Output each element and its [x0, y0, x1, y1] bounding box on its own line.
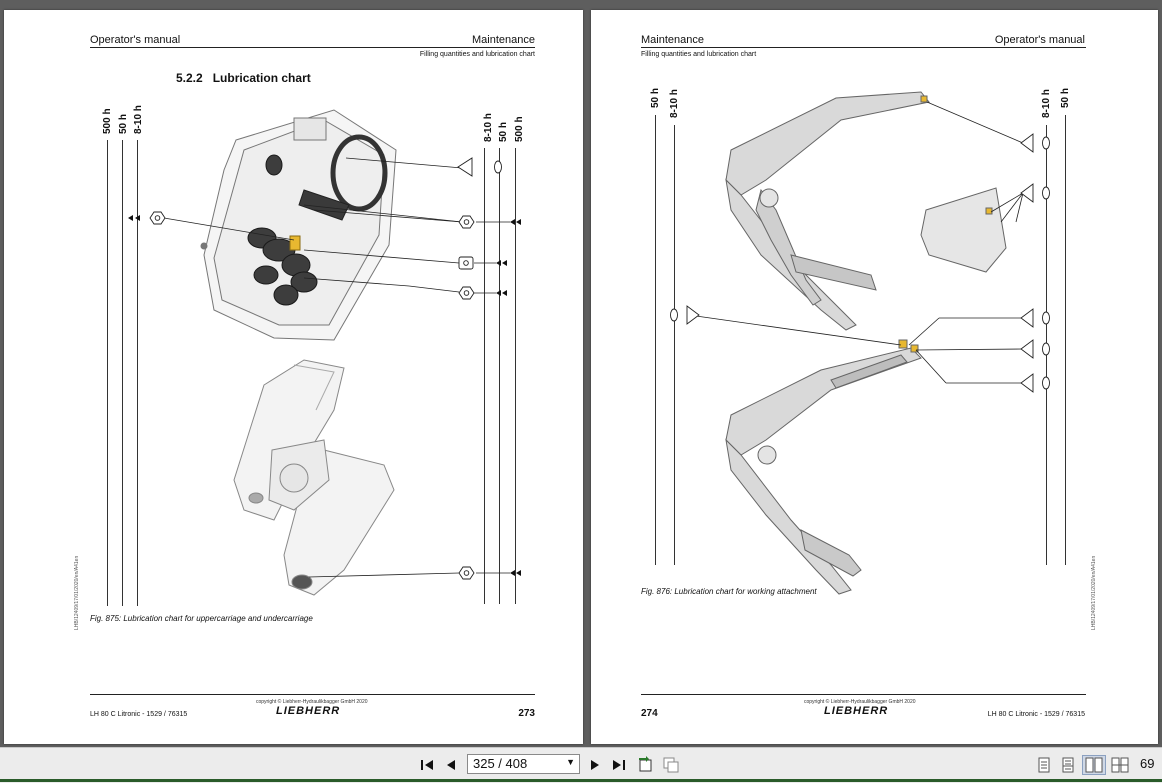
leader-lines — [688, 101, 1024, 384]
header-left: Maintenance — [641, 34, 704, 46]
interval-markers — [128, 215, 521, 576]
subheader: Filling quantities and lubrication chart — [419, 51, 535, 58]
interval-line — [515, 148, 516, 604]
rotate-button[interactable] — [636, 755, 656, 775]
rotate-page-icon — [639, 756, 652, 772]
header-rule — [641, 47, 1086, 48]
zoom-level[interactable]: 69 — [1140, 756, 1155, 771]
section-title: Lubrication chart — [212, 71, 311, 85]
interval-line — [484, 148, 485, 604]
first-page-button[interactable] — [417, 755, 437, 775]
lubrication-symbols — [670, 133, 1050, 393]
previous-page-icon — [447, 760, 455, 770]
header-right: Operator's manual — [994, 34, 1085, 46]
interval-line — [122, 140, 123, 606]
oil-can-icon — [1042, 186, 1050, 200]
oil-level-icon — [457, 157, 473, 177]
two-page-continuous-icon — [1111, 757, 1129, 773]
last-page-icon — [613, 760, 625, 770]
figure-caption: Fig. 875: Lubrication chart for uppercar… — [90, 614, 313, 623]
last-page-button[interactable] — [609, 755, 629, 775]
interval-line — [674, 125, 675, 565]
taskbar-edge — [0, 779, 1162, 782]
page-number: 274 — [641, 708, 658, 719]
continuous-view-button[interactable] — [1058, 755, 1078, 775]
two-page-continuous-button[interactable] — [1110, 755, 1130, 775]
undercarriage-illustration — [233, 359, 395, 596]
figure-caption: Fig. 876: Lubrication chart for working … — [641, 587, 817, 596]
oil-level-icon — [1020, 133, 1034, 153]
next-page-icon — [591, 760, 599, 770]
footer-model: LH 80 C Litronic - 1529 / 76315 — [90, 711, 188, 718]
section-heading: 5.2.2 Lubrication chart — [176, 71, 311, 85]
page-number-input[interactable]: 325 / 408 ▼ — [467, 754, 580, 774]
copy-view-icon — [663, 757, 679, 773]
oil-level-icon — [1020, 183, 1034, 203]
oil-can-icon — [1042, 311, 1050, 325]
oil-level-icon — [686, 305, 700, 325]
next-page-button[interactable] — [585, 755, 605, 775]
single-page-icon — [1038, 757, 1050, 773]
viewer-toolbar: 325 / 408 ▼ 69 — [0, 747, 1162, 783]
previous-page-button[interactable] — [441, 755, 461, 775]
header-rule — [90, 47, 535, 48]
uppercarriage-illustration — [200, 109, 397, 341]
oil-level-icon — [1020, 373, 1034, 393]
lubrication-drawing-attachment — [670, 91, 1050, 595]
lubrication-drawing-uppercarriage — [128, 109, 521, 596]
copyright: copyright © Liebherr-Hydraulikbagger Gmb… — [804, 699, 916, 705]
oil-can-icon — [1042, 342, 1050, 356]
document-id: LHB/12409/17/01/2020/en/A41en — [1091, 555, 1097, 630]
dropdown-arrow-icon: ▼ — [566, 757, 575, 767]
leader-lines — [163, 157, 510, 578]
page-number: 273 — [518, 708, 535, 719]
liebherr-logo: LIEBHERR — [824, 705, 889, 717]
single-page-view-button[interactable] — [1034, 755, 1054, 775]
copyright: copyright © Liebherr-Hydraulikbagger Gmb… — [256, 699, 368, 705]
interval-line — [499, 148, 500, 604]
footer-rule — [641, 694, 1086, 695]
liebherr-logo: LIEBHERR — [276, 705, 341, 717]
oil-can-icon — [1042, 376, 1050, 390]
oil-can-icon — [494, 160, 502, 174]
manual-page-273: Operator's manual Maintenance Filling qu… — [4, 10, 583, 744]
footer-model: LH 80 C Litronic - 1529 / 76315 — [987, 711, 1085, 718]
document-id: LHB/12409/17/01/2020/en/A41en — [74, 555, 80, 630]
two-page-view-button[interactable] — [1082, 755, 1106, 775]
boom-arm-illustration-upper — [725, 91, 1007, 331]
first-page-icon — [421, 760, 433, 770]
continuous-page-icon — [1062, 757, 1074, 773]
interval-line — [655, 115, 656, 565]
oil-can-icon — [670, 308, 678, 322]
boom-arm-illustration-lower — [725, 339, 922, 595]
oil-can-icon — [1042, 136, 1050, 150]
manual-page-274: Maintenance Operator's manual Filling qu… — [591, 10, 1158, 744]
header-right: Maintenance — [472, 34, 535, 46]
subheader: Filling quantities and lubrication chart — [641, 51, 757, 58]
oil-level-icon — [1020, 308, 1034, 328]
header-left: Operator's manual — [90, 34, 181, 46]
oil-level-icon — [1020, 339, 1034, 359]
lubrication-symbols — [149, 157, 502, 580]
two-page-icon — [1085, 757, 1103, 773]
copy-view-button[interactable] — [661, 755, 681, 775]
interval-line — [137, 140, 138, 606]
page-indicator: 325 / 408 — [473, 756, 528, 771]
section-number: 5.2.2 — [176, 71, 203, 85]
interval-line — [107, 140, 108, 606]
interval-line — [1065, 115, 1066, 565]
footer-rule — [90, 694, 535, 695]
